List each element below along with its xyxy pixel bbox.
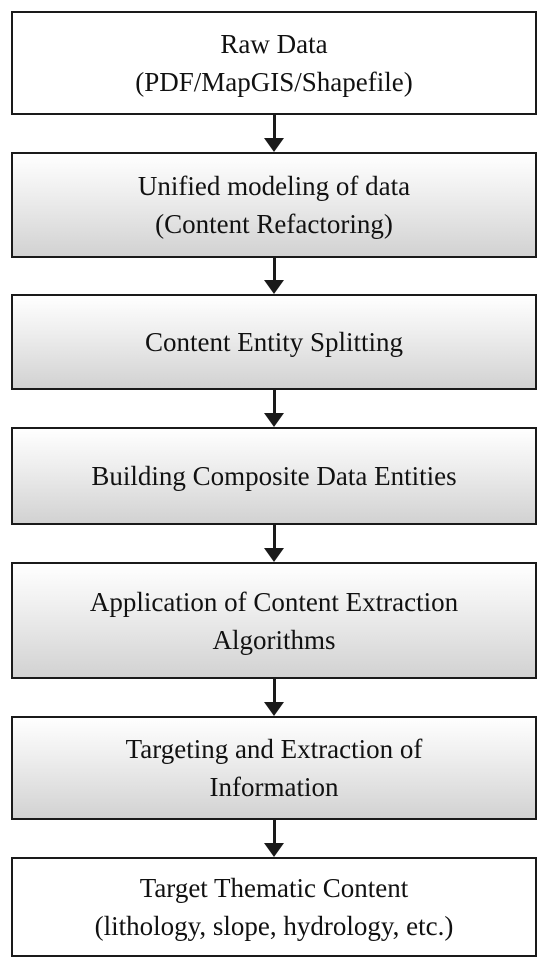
flow-arrow-6 [264, 820, 284, 857]
flow-arrow-4 [264, 525, 284, 562]
step-label-unified-modeling: Unified modeling of data (Content Refact… [137, 171, 411, 239]
step-label-targeting-extraction: Targeting and Extraction of Information [125, 734, 423, 802]
step-box-composite-entities: Building Composite Data Entities [11, 427, 537, 525]
flow-arrow-2 [264, 258, 284, 294]
step-box-target-content: Target Thematic Content (lithology, slop… [11, 857, 537, 957]
step-label-entity-splitting: Content Entity Splitting [144, 327, 404, 357]
flow-arrow-5 [264, 679, 284, 716]
step-box-entity-splitting: Content Entity Splitting [11, 294, 537, 390]
step-box-unified-modeling: Unified modeling of data (Content Refact… [11, 152, 537, 258]
step-box-extraction-algorithms: Application of Content Extraction Algori… [11, 562, 537, 679]
step-box-targeting-extraction: Targeting and Extraction of Information [11, 716, 537, 820]
step-label-composite-entities: Building Composite Data Entities [91, 461, 457, 491]
flow-arrow-1 [264, 115, 284, 152]
step-label-raw-data: Raw Data (PDF/MapGIS/Shapefile) [135, 29, 413, 97]
flow-arrow-3 [264, 390, 284, 427]
step-label-extraction-algorithms: Application of Content Extraction Algori… [89, 586, 459, 655]
step-box-raw-data: Raw Data (PDF/MapGIS/Shapefile) [11, 11, 537, 115]
step-label-target-content: Target Thematic Content (lithology, slop… [94, 873, 454, 941]
